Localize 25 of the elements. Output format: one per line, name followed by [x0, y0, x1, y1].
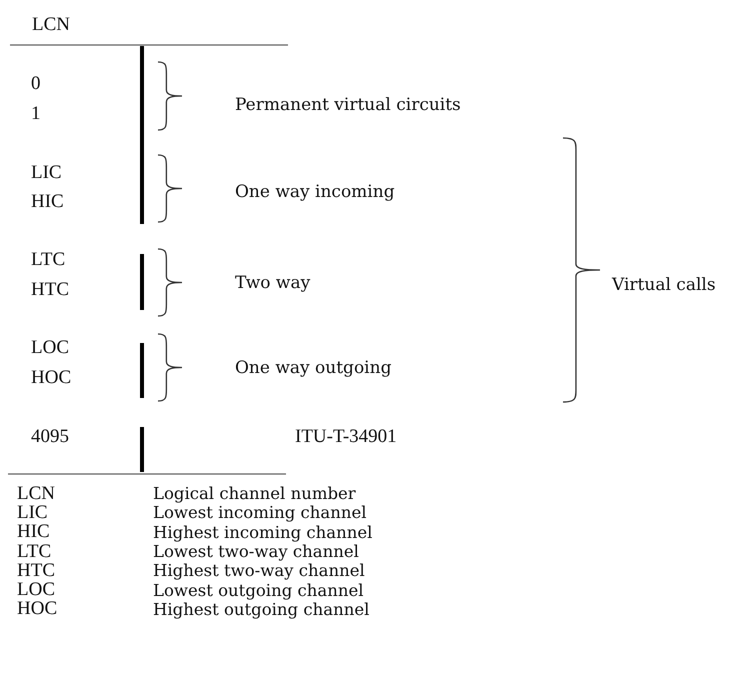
range-label: One way outgoing	[235, 358, 392, 378]
definition: Lowest outgoing channel	[153, 580, 364, 600]
channel-code: LOC	[31, 336, 69, 360]
channel-number: 4095	[31, 426, 69, 448]
abbreviation: LOC	[17, 579, 55, 601]
channel-code: LIC	[31, 162, 62, 184]
range-label: One way incoming	[235, 182, 395, 202]
definition: Highest outgoing channel	[153, 600, 370, 620]
range-label: Two way	[235, 272, 310, 294]
abbreviation: HOC	[17, 598, 58, 622]
definition: Lowest incoming channel	[153, 503, 367, 524]
definition: Lowest two-way channel	[153, 542, 359, 562]
channel-code: HOC	[31, 366, 72, 390]
channel-code: HIC	[31, 190, 64, 214]
definition: Logical channel number	[153, 484, 356, 504]
channel-number: 1	[31, 102, 40, 126]
figure-id: ITU-T-34901	[295, 426, 397, 448]
definition: Highest incoming channel	[153, 522, 372, 542]
channel-code: HTC	[31, 278, 69, 302]
channel-code: LTC	[31, 248, 66, 272]
definition: Highest two-way channel	[153, 561, 365, 582]
column-heading: LCN	[32, 14, 70, 36]
group-label: Virtual calls	[612, 274, 716, 296]
channel-number: 0	[31, 72, 40, 96]
range-label: Permanent virtual circuits	[235, 94, 461, 116]
